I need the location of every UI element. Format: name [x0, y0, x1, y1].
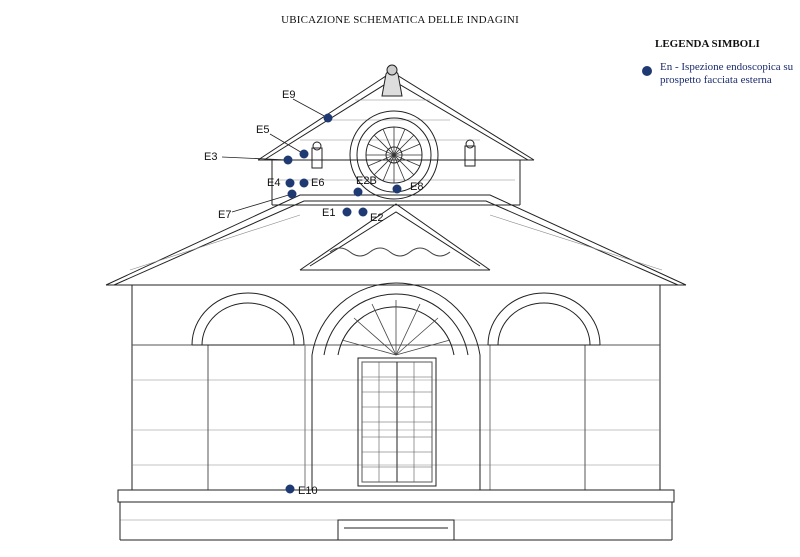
leader-line-e3	[221, 156, 289, 161]
right-lunette	[487, 292, 601, 346]
marker-dot-e8[interactable]	[392, 184, 402, 194]
leader-line-e9	[292, 98, 329, 119]
marker-label-e10: E10	[298, 485, 318, 497]
marker-label-e2: E2	[370, 212, 383, 224]
marker-dot-e2b[interactable]	[353, 187, 363, 197]
marker-dot-e3[interactable]	[283, 155, 293, 165]
marker-label-e4: E4	[267, 177, 280, 189]
central-portal-arch	[311, 282, 481, 490]
legend-title: LEGENDA SIMBOLI	[655, 38, 760, 50]
marker-dot-e1[interactable]	[342, 207, 352, 217]
portal-gable	[299, 203, 491, 271]
legend-item-label: En - Ispezione endoscopica su prospetto …	[660, 61, 794, 86]
marker-label-e5: E5	[256, 124, 269, 136]
marker-dot-e10[interactable]	[285, 484, 295, 494]
legend-marker-icon	[642, 66, 652, 76]
main-roof	[105, 194, 687, 286]
rose-window	[349, 110, 439, 200]
marker-dot-e4[interactable]	[285, 178, 295, 188]
marker-dot-e9[interactable]	[323, 113, 333, 123]
roof-finial	[381, 64, 403, 97]
marker-dot-e5[interactable]	[299, 149, 309, 159]
marker-label-e7: E7	[218, 209, 231, 221]
marker-dot-e6[interactable]	[299, 178, 309, 188]
marker-label-e3: E3	[204, 151, 217, 163]
marker-label-e6: E6	[311, 177, 324, 189]
marker-label-e9: E9	[282, 89, 295, 101]
marker-label-e2b: E2B	[356, 175, 377, 187]
marker-label-e8: E8	[410, 181, 423, 193]
leader-line-e5	[269, 133, 305, 155]
portal-door[interactable]	[357, 357, 437, 487]
leader-line-e7	[231, 193, 293, 213]
gable-statues	[311, 139, 476, 169]
marker-dot-e2[interactable]	[358, 207, 368, 217]
left-lunette	[191, 292, 305, 346]
marker-dot-e7[interactable]	[287, 189, 297, 199]
marker-label-e1: E1	[322, 207, 335, 219]
plinth-and-steps	[117, 489, 675, 541]
drawing-title: UBICAZIONE SCHEMATICA DELLE INDAGINI	[281, 14, 519, 26]
